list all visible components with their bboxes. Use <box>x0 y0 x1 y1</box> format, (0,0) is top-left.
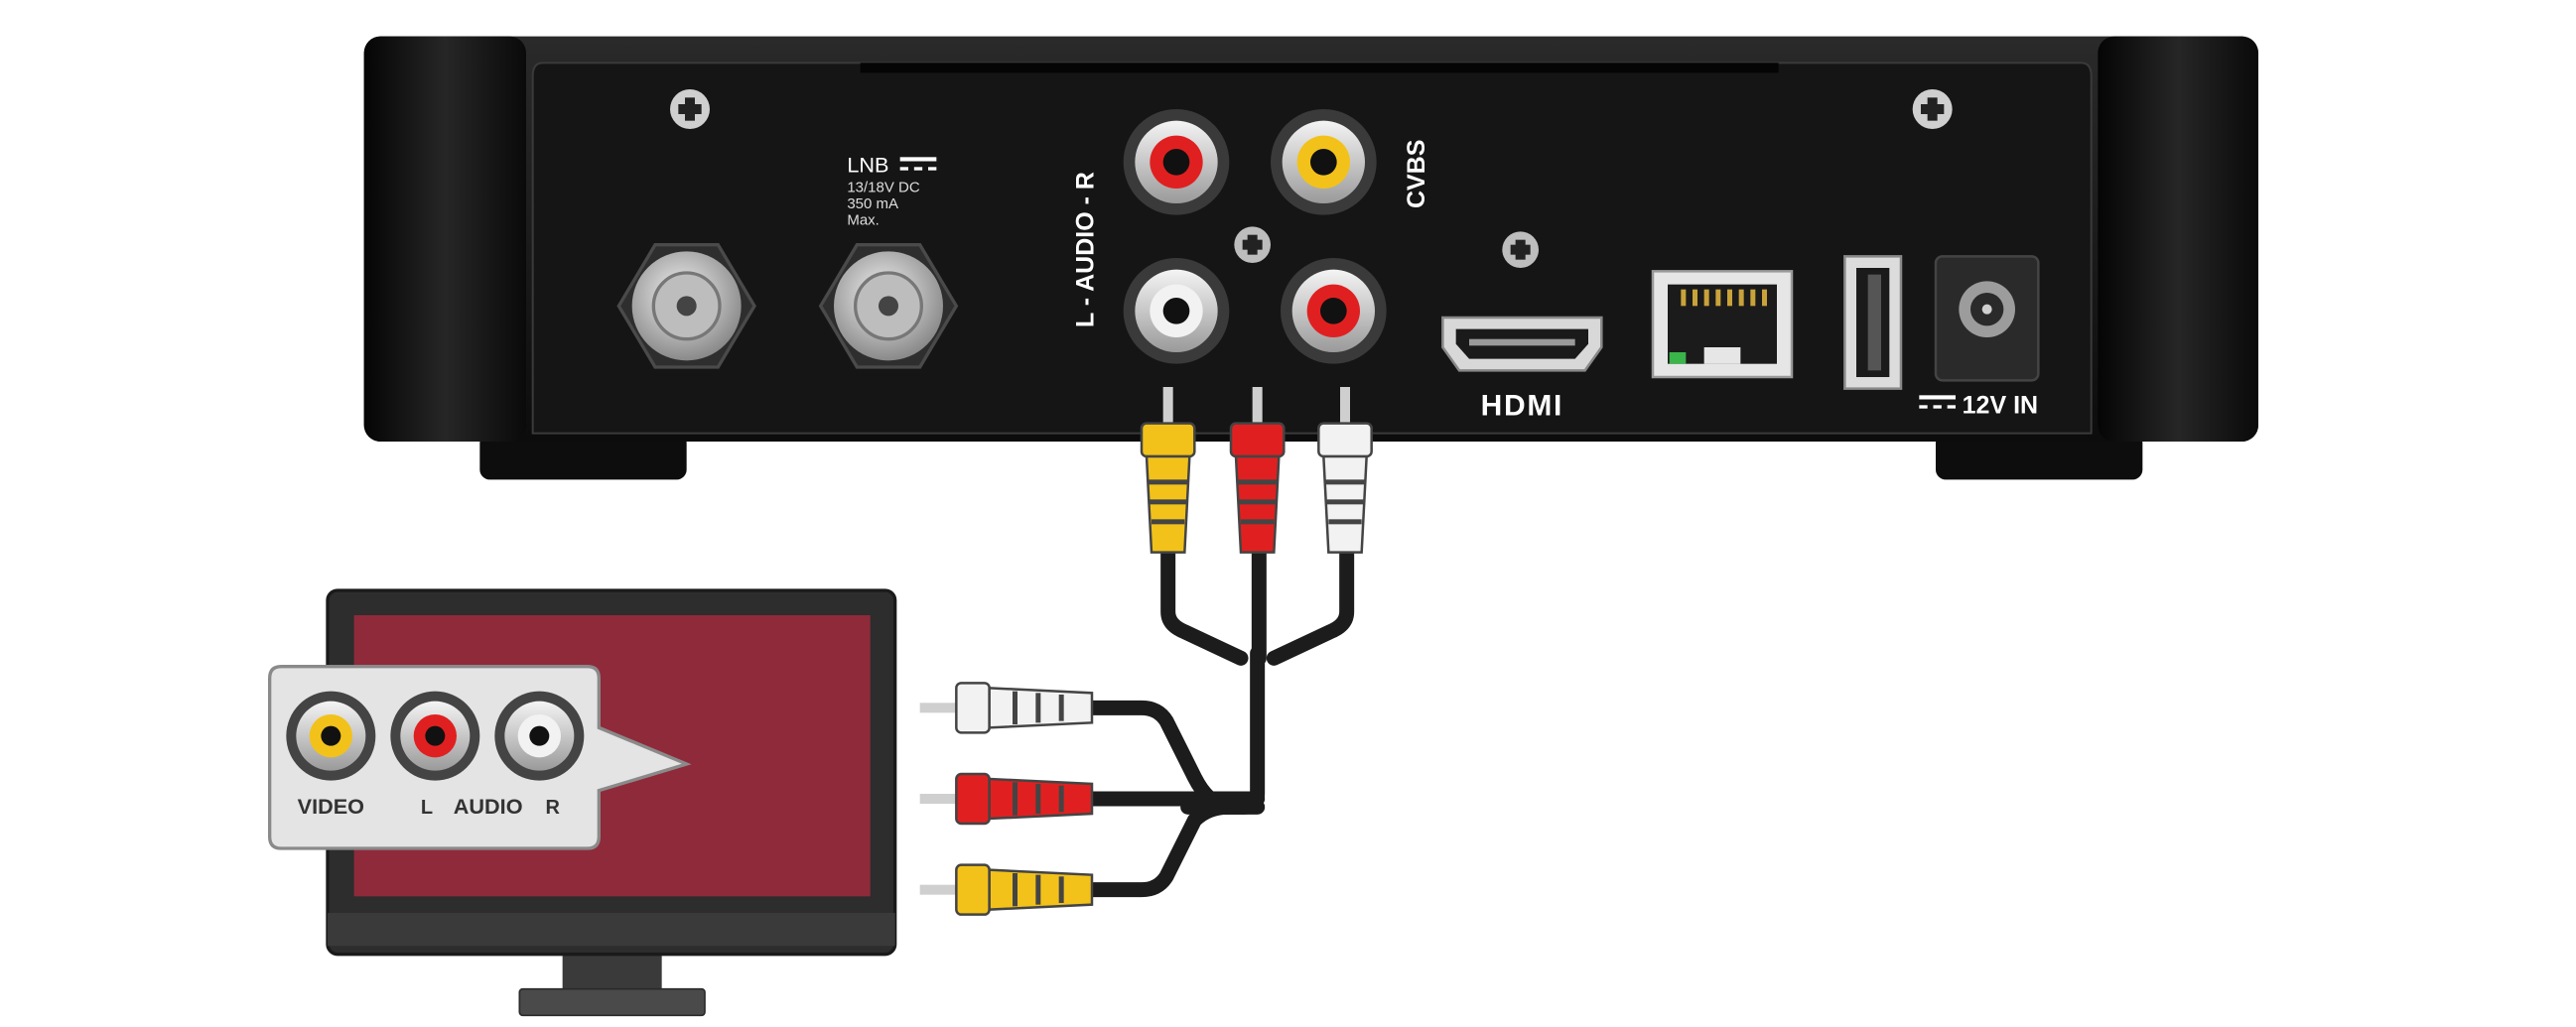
receiver-box: LNB 13/18V DC 350 mA Max. L - AUDIO - R … <box>363 36 2259 480</box>
tv-audio-l-label: L <box>421 797 433 819</box>
rca-cable-bundle <box>1077 538 1355 898</box>
rca-plug-white-top <box>1317 387 1373 554</box>
receiver-side-right <box>2098 36 2258 443</box>
receiver-audio-l-jack <box>1123 258 1230 364</box>
hdmi-port-icon <box>1441 316 1603 372</box>
tv-audio-r-label: R <box>545 797 560 819</box>
rca-plug-red-left <box>919 772 1094 826</box>
receiver-top-slot <box>860 63 1779 73</box>
rca-plug-red-top <box>1229 387 1286 554</box>
usb-port-icon <box>1843 255 1903 390</box>
rca-plug-white-left <box>919 682 1094 734</box>
receiver-audio-r-jack-top <box>1123 109 1230 215</box>
power-input-label: 12V IN <box>1963 392 2038 420</box>
tv-stand-base <box>518 987 706 1017</box>
screw-icon <box>670 89 710 129</box>
dc-symbol-icon <box>1919 395 1956 409</box>
tv-audio-label: AUDIO <box>454 794 523 819</box>
tv-bottom-bezel <box>328 913 895 947</box>
receiver-side-left <box>363 36 526 443</box>
screw-icon <box>1912 89 1953 129</box>
television: VIDEO L AUDIO R <box>268 588 897 1017</box>
receiver-audio-r-jack <box>1281 258 1387 364</box>
dc-symbol-icon <box>899 157 937 171</box>
tv-input-panel-callout: VIDEO L AUDIO R <box>268 665 692 850</box>
rca-plug-yellow-left <box>919 863 1094 916</box>
cvbs-label: CVBS <box>1403 140 1430 208</box>
lnb-coax-connector <box>818 243 959 369</box>
audio-output-label: L - AUDIO - R <box>1072 172 1100 327</box>
hdmi-label: HDMI <box>1481 389 1563 422</box>
tv-audio-r-jack <box>494 691 585 781</box>
receiver-foot-right <box>1936 433 2143 480</box>
tv-audio-l-jack <box>390 691 480 781</box>
lnb-spec-current: 350 mA <box>847 195 898 212</box>
screw-icon <box>1502 231 1539 268</box>
tv-video-jack <box>286 691 376 781</box>
lnb-label: LNB <box>847 152 888 177</box>
dc-power-jack <box>1934 255 2040 382</box>
lnb-spec-max: Max. <box>847 212 880 229</box>
tv-video-label: VIDEO <box>298 794 364 819</box>
receiver-cvbs-jack <box>1271 109 1377 215</box>
rf-coax-connector-left <box>616 243 756 369</box>
rca-plug-yellow-top <box>1140 387 1196 554</box>
ethernet-port-icon <box>1651 270 1794 379</box>
screw-icon <box>1234 226 1271 263</box>
lnb-spec-voltage: 13/18V DC <box>847 179 920 195</box>
receiver-foot-left <box>479 433 687 480</box>
